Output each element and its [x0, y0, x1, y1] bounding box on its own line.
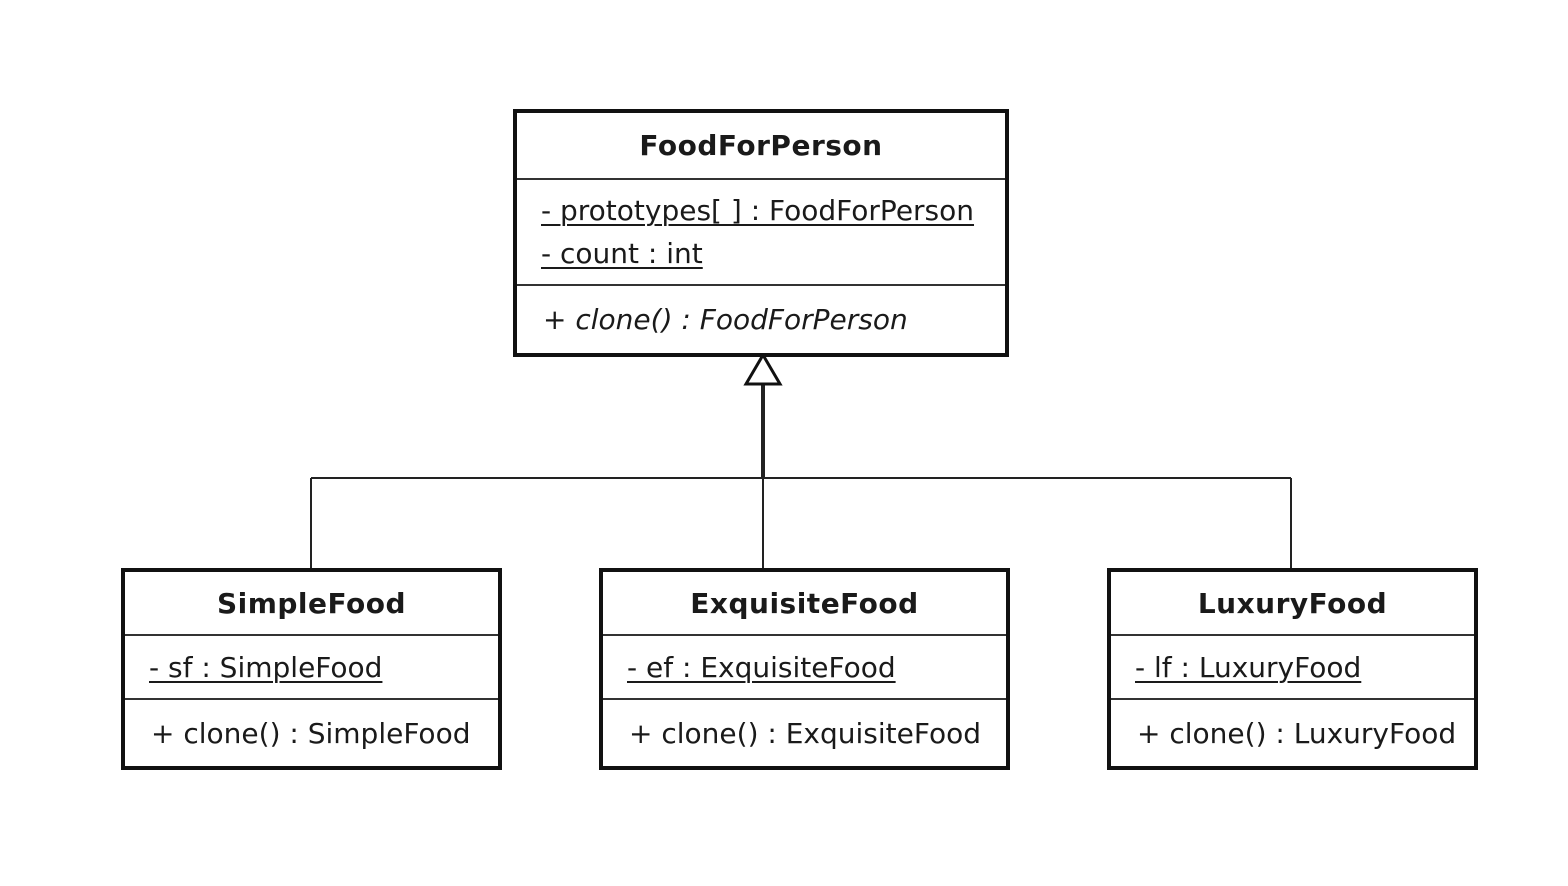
attribute: - lf : LuxuryFood [1135, 650, 1362, 684]
operation: + clone() : FoodForPerson [543, 303, 908, 336]
class-name: SimpleFood [125, 572, 498, 636]
class-exquisitefood[interactable]: ExquisiteFood - ef : ExquisiteFood + clo… [599, 568, 1010, 770]
operation: + clone() : SimpleFood [151, 716, 471, 750]
attribute: - prototypes[ ] : FoodForPerson [541, 194, 975, 227]
class-name: ExquisiteFood [603, 572, 1006, 636]
attribute: - count : int [541, 237, 703, 270]
class-attributes: - sf : SimpleFood [125, 636, 498, 700]
class-luxuryfood[interactable]: LuxuryFood - lf : LuxuryFood + clone() :… [1107, 568, 1478, 770]
operation: + clone() : LuxuryFood [1137, 716, 1457, 750]
class-name: LuxuryFood [1111, 572, 1474, 636]
class-operations: + clone() : ExquisiteFood [603, 700, 1006, 766]
class-attributes: - ef : ExquisiteFood [603, 636, 1006, 700]
class-simplefood[interactable]: SimpleFood - sf : SimpleFood + clone() :… [121, 568, 502, 770]
class-operations: + clone() : FoodForPerson [517, 286, 1005, 353]
class-operations: + clone() : LuxuryFood [1111, 700, 1474, 766]
class-attributes: - lf : LuxuryFood [1111, 636, 1474, 700]
class-attributes: - prototypes[ ] : FoodForPerson - count … [517, 180, 1005, 286]
inheritance-tree [310, 384, 1292, 570]
operation: + clone() : ExquisiteFood [629, 716, 981, 750]
class-name: FoodForPerson [517, 113, 1005, 180]
attribute: - ef : ExquisiteFood [627, 650, 896, 684]
class-operations: + clone() : SimpleFood [125, 700, 498, 766]
class-foodforperson[interactable]: FoodForPerson - prototypes[ ] : FoodForP… [513, 109, 1009, 357]
generalization-arrowhead-icon [743, 352, 783, 386]
attribute: - sf : SimpleFood [149, 650, 383, 684]
